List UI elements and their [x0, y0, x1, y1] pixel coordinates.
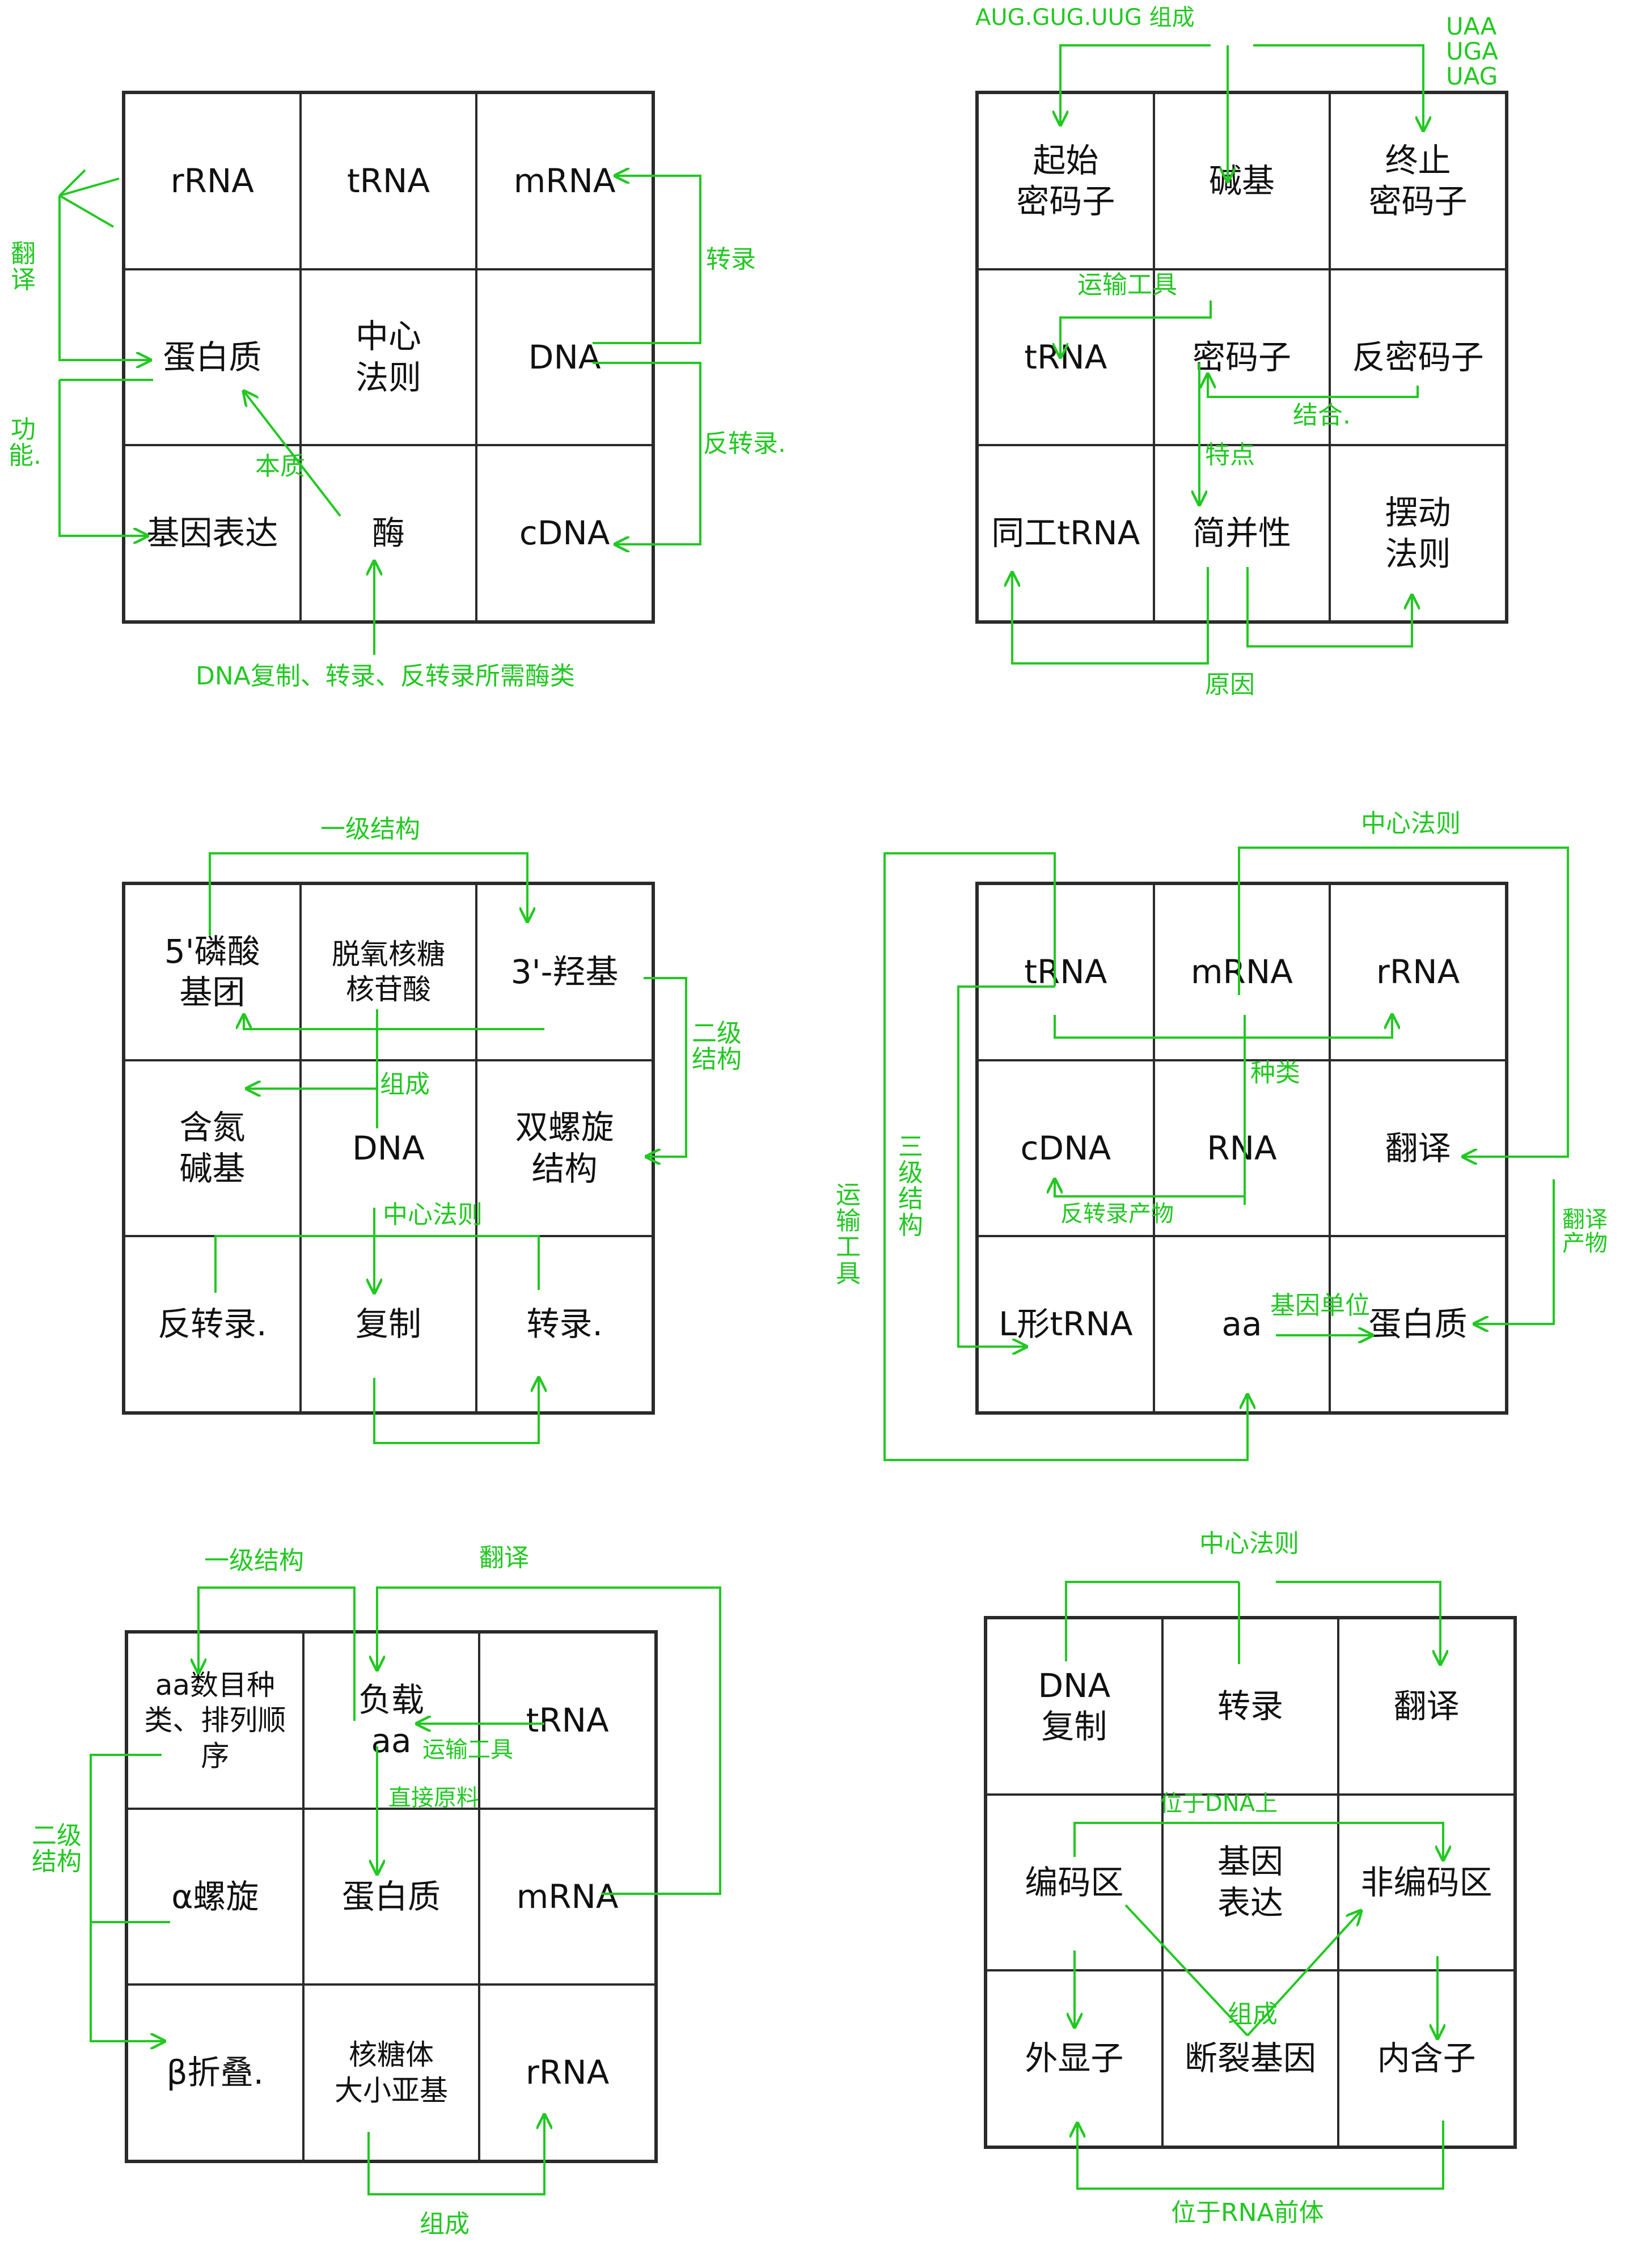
cell-5-8: 核糖体 大小亚基 [303, 1984, 480, 2161]
ann-3-primary: 一级结构 [320, 815, 420, 844]
cell-6-1: DNA 复制 [986, 1618, 1162, 1795]
cell-5-2: 负载 aa [303, 1632, 480, 1809]
ann-4-kinds: 种类 [1250, 1059, 1300, 1088]
cell-1-9: cDNA [476, 445, 653, 621]
cell-2-7: 同工tRNA [978, 445, 1154, 621]
ann-4-product: 翻译 产物 [1562, 1207, 1608, 1256]
cell-6-2: 转录 [1162, 1618, 1339, 1795]
arrow-rrna-branch [58, 169, 120, 228]
ann-1-enzymes: DNA复制、转录、反转录所需酶类 [196, 662, 575, 691]
grid-3: 5'磷酸 基团 脱氧核糖 核苷酸 3'-羟基 含氮 碱基 DNA 双螺旋 结构 … [122, 882, 655, 1415]
cell-4-5: RNA [1153, 1060, 1330, 1237]
cell-2-8: 简并性 [1153, 445, 1330, 621]
cell-4-1: tRNA [978, 884, 1154, 1060]
cell-3-7: 反转录. [124, 1236, 301, 1412]
cell-1-6: DNA [476, 269, 653, 446]
ann-2-start-codons: AUG.GUG.UUG 组成 [975, 5, 1195, 31]
cell-2-2: 碱基 [1153, 93, 1330, 269]
ann-1-transcribe: 转录 [706, 245, 756, 274]
cell-1-1: rRNA [124, 93, 301, 269]
grid-1: rRNA tRNA mRNA 蛋白质 中心 法则 DNA 基因表达 酶 cDNA [122, 91, 655, 624]
cell-4-9: 蛋白质 [1330, 1236, 1506, 1412]
ann-1-translate: 翻 译 [11, 239, 36, 295]
cell-5-3: tRNA [479, 1632, 656, 1809]
cell-1-3: mRNA [476, 93, 653, 269]
cell-2-6: 反密码子 [1330, 269, 1506, 446]
cell-6-5: 基因 表达 [1162, 1794, 1339, 1971]
grid-4: tRNA mRNA rRNA cDNA RNA 翻译 L形tRNA aa 蛋白质 [975, 882, 1508, 1415]
cell-3-3: 3'-羟基 [476, 884, 653, 1060]
cell-1-5: 中心 法则 [300, 269, 477, 446]
cell-6-6: 非编码区 [1338, 1794, 1515, 1971]
cell-4-3: rRNA [1330, 884, 1506, 1060]
cell-5-7: β折叠. [127, 1984, 303, 2161]
cell-6-9: 内含子 [1338, 1970, 1515, 2147]
ann-2-stop-codons: UAA UGA UAG [1446, 12, 1499, 91]
ann-2-cause: 原因 [1205, 670, 1255, 699]
cell-3-1: 5'磷酸 基团 [124, 884, 301, 1060]
ann-6-on-rna: 位于RNA前体 [1171, 2198, 1324, 2227]
ann-6-on-dna: 位于DNA上 [1160, 1791, 1278, 1817]
ann-5-transport: 运输工具 [422, 1737, 513, 1763]
ann-5-material: 直接原料 [388, 1785, 479, 1811]
cell-2-9: 摆动 法则 [1330, 445, 1506, 621]
ann-1-function: 功 能. [9, 415, 41, 471]
cell-5-4: α螺旋 [127, 1808, 303, 1985]
cell-6-8: 断裂基因 [1162, 1970, 1339, 2147]
cell-4-6: 翻译 [1330, 1060, 1506, 1237]
cell-3-6: 双螺旋 结构 [476, 1060, 653, 1237]
grid-2: 起始 密码子 碱基 终止 密码子 tRNA 密码子 反密码子 同工tRNA 简并… [975, 91, 1508, 624]
cell-2-3: 终止 密码子 [1330, 93, 1506, 269]
ann-4-reverse-product: 反转录产物 [1060, 1201, 1174, 1227]
grid-6: DNA 复制 转录 翻译 编码区 基因 表达 非编码区 外显子 断裂基因 内含子 [984, 1616, 1517, 2149]
ann-3-central: 中心法则 [383, 1200, 483, 1229]
ann-4-transport: 运 输 工 具 [836, 1180, 861, 1288]
ann-4-unit: 基因单位 [1270, 1291, 1370, 1320]
cell-6-7: 外显子 [986, 1970, 1162, 2147]
ann-4-central: 中心法则 [1361, 809, 1461, 838]
ann-1-reverse: 反转录. [703, 429, 786, 458]
cell-5-1: aa数目种 类、排列顺 序 [127, 1632, 303, 1809]
ann-2-carrier: 运输工具 [1077, 270, 1177, 299]
cell-5-9: rRNA [479, 1984, 656, 2161]
cell-4-2: mRNA [1153, 884, 1330, 1060]
ann-4-tertiary: 三 级 结 构 [898, 1132, 923, 1240]
cell-2-1: 起始 密码子 [978, 93, 1154, 269]
ann-3-secondary: 二级 结构 [692, 1019, 742, 1074]
ann-6-compose: 组成 [1228, 2000, 1278, 2029]
cell-1-7: 基因表达 [124, 445, 301, 621]
cell-1-8: 酶 [300, 445, 477, 621]
ann-5-primary: 一级结构 [204, 1546, 304, 1575]
cell-5-6: mRNA [479, 1808, 656, 1985]
cell-6-4: 编码区 [986, 1794, 1162, 1971]
ann-1-essence: 本质 [255, 452, 305, 481]
grid-5: aa数目种 类、排列顺 序 负载 aa tRNA α螺旋 蛋白质 mRNA β折… [125, 1630, 658, 2163]
cell-5-5: 蛋白质 [303, 1808, 480, 1985]
cell-3-8: 复制 [300, 1236, 477, 1412]
cell-4-7: L形tRNA [978, 1236, 1154, 1412]
ann-6-central: 中心法则 [1199, 1529, 1299, 1558]
cell-3-4: 含氮 碱基 [124, 1060, 301, 1237]
ann-5-translate: 翻译 [479, 1543, 529, 1572]
cell-3-9: 转录. [476, 1236, 653, 1412]
cell-1-4: 蛋白质 [124, 269, 301, 446]
ann-2-bind: 结合. [1293, 401, 1351, 430]
ann-3-compose: 组成 [380, 1070, 430, 1099]
ann-5-compose: 组成 [420, 2210, 470, 2239]
cell-3-2: 脱氧核糖 核苷酸 [300, 884, 477, 1060]
cell-1-2: tRNA [300, 93, 477, 269]
cell-6-3: 翻译 [1338, 1618, 1515, 1795]
ann-5-secondary: 二级 结构 [32, 1821, 82, 1877]
ann-2-feature: 特点 [1205, 441, 1255, 469]
cell-4-8: aa [1153, 1236, 1330, 1412]
